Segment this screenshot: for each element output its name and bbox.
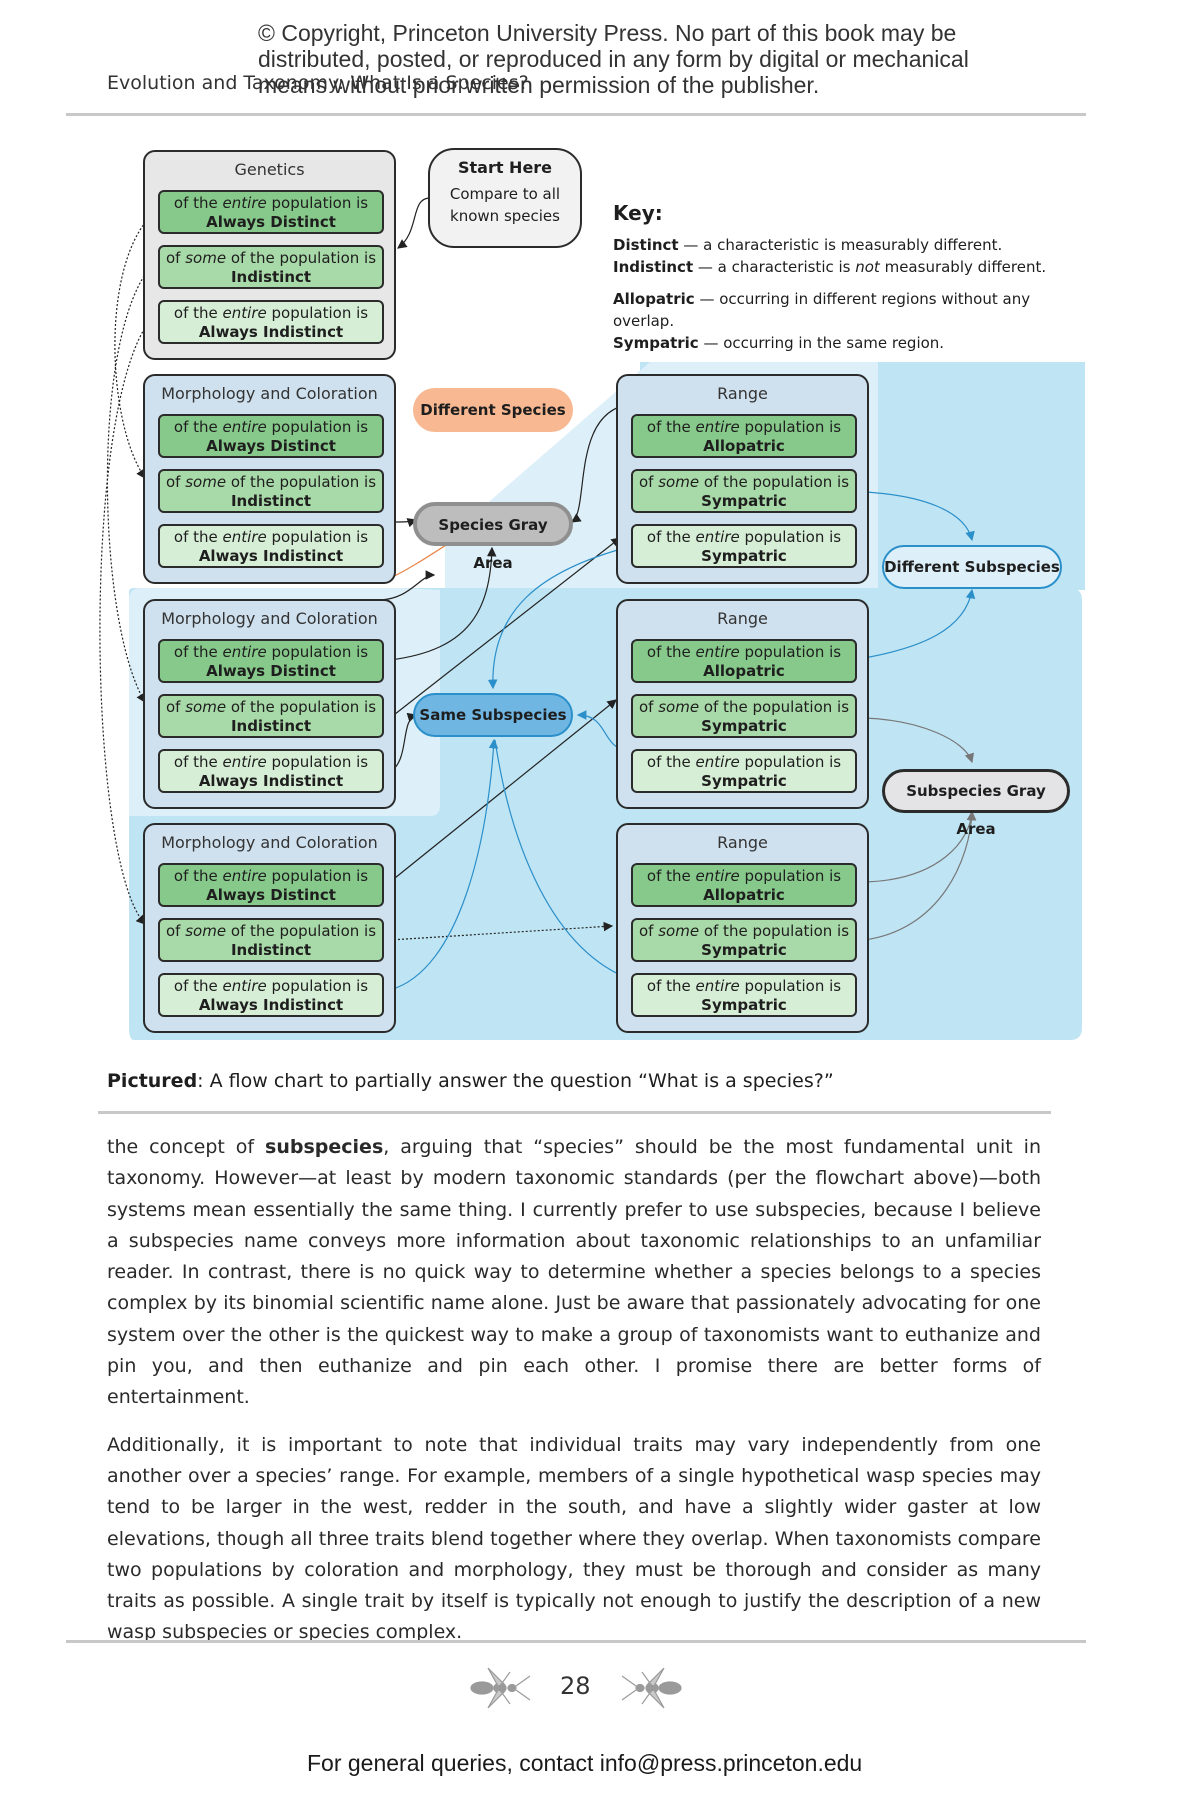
start-here-node: Start Here Compare to all known species [428,148,582,248]
key-title: Key: [613,201,663,225]
different-subspecies-node: Different Subspecies [882,545,1062,589]
genetics-always-indistinct: of the entire population is Always Indis… [158,300,384,344]
running-head: Evolution and Taxonomy: What Is a Specie… [107,72,529,94]
caption-rule [98,1111,1051,1114]
key-sympatric: Sympatric — occurring in the same region… [613,334,945,352]
copyright-line-2: distributed, posted, or reproduced in an… [258,46,969,72]
morphology-box-1: Morphology and Coloration of the entire … [143,374,396,584]
body-text: the concept of subspecies, arguing that … [107,1132,1041,1665]
copyright-notice: © Copyright, Princeton University Press.… [258,20,1078,98]
subspecies-gray-area-node: Subspecies Gray Area [882,769,1070,838]
different-species-node: Different Species [413,388,573,432]
paragraph-2: Additionally, it is important to note th… [107,1433,1041,1644]
range-title: Range [717,609,768,628]
start-here-title: Start Here [457,158,553,177]
header-rule [66,113,1086,116]
start-here-line-1: Compare to all [449,185,561,203]
range-title: Range [717,833,768,852]
wasp-ornament-left-icon [470,1667,531,1709]
genetics-title: Genetics [234,160,305,179]
morphology-box-3: Morphology and Coloration of the entire … [143,823,396,1033]
figure-caption: Pictured: A flow chart to partially answ… [107,1070,834,1092]
flowchart-figure: Genetics of the entire population is Alw… [99,140,1085,1040]
range-title: Range [717,384,768,403]
key-legend: Key: Distinct — a characteristic is meas… [613,202,1083,354]
paragraph-1: the concept of subspecies, arguing that … [107,1136,1041,1409]
genetics-indistinct: of some of the population is Indistinct [158,245,384,289]
key-allopatric: Allopatric — occurring in different regi… [613,290,1031,330]
key-distinct: Distinct — a characteristic is measurabl… [613,236,1003,254]
wasp-ornament-right-icon [621,1667,682,1709]
copyright-line-3: means without prior written permission o… [258,72,820,98]
page-number: 28 [560,1672,591,1700]
morphology-box-2: Morphology and Coloration of the entire … [143,599,396,809]
morphology-title: Morphology and Coloration [161,609,378,628]
genetics-box: Genetics of the entire population is Alw… [143,150,396,360]
footer-contact: For general queries, contact info@press.… [307,1750,863,1776]
genetics-always-distinct: of the entire population is Always Disti… [158,190,384,234]
key-indistinct: Indistinct — a characteristic is not mea… [613,258,1047,276]
species-gray-area-node: Species Gray Area [413,502,573,572]
footer-rule [66,1640,1086,1643]
morphology-title: Morphology and Coloration [161,833,378,852]
morphology-title: Morphology and Coloration [161,384,378,403]
start-here-line-2: known species [450,207,560,225]
same-subspecies-node: Same Subspecies [413,693,573,737]
copyright-line-1: © Copyright, Princeton University Press.… [258,20,957,46]
